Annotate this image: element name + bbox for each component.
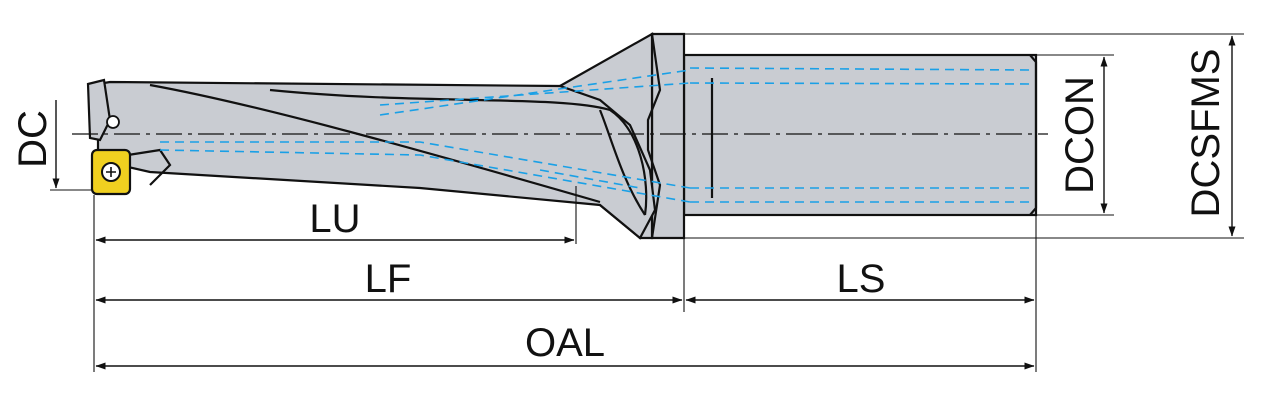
shank — [682, 53, 1038, 217]
shank-end-chamfer — [1029, 54, 1038, 216]
extension-lines — [50, 33, 1244, 372]
dcon-label: DCON — [1058, 76, 1102, 194]
dc-label: DC — [11, 110, 55, 168]
lu-label: LU — [309, 197, 360, 241]
flute-line-1 — [149, 83, 601, 204]
insert — [90, 148, 132, 196]
flute-line-2 — [269, 88, 648, 216]
dcsfms-label: DCSFMS — [1184, 49, 1228, 218]
coolant-channels — [159, 67, 1031, 203]
ls-label: LS — [837, 257, 886, 301]
drill-body — [86, 32, 1038, 240]
oal-label: OAL — [525, 321, 605, 365]
insert-pocket — [127, 148, 172, 186]
drill-tip — [86, 78, 112, 142]
flute-line-3 — [598, 109, 646, 216]
lf-label: LF — [365, 257, 412, 301]
coolant-hole — [106, 115, 120, 129]
fluted-body — [96, 80, 657, 240]
flange-facet — [646, 33, 662, 239]
